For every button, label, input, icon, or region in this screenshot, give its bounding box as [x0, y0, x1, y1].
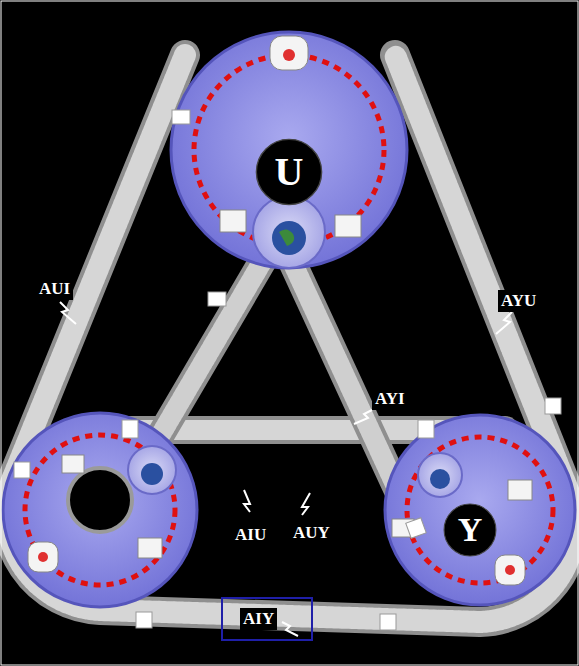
- belt-label: AUI: [36, 278, 73, 300]
- belt-label: AIY: [240, 608, 277, 630]
- belt-label: AYI: [372, 388, 408, 410]
- belt-label: AIU: [232, 524, 269, 546]
- belt-label: AUY: [290, 522, 333, 544]
- node-letter: Y: [458, 513, 483, 547]
- letter-circle: U: [255, 138, 323, 206]
- node-letter: U: [275, 152, 304, 192]
- letter-circle: Y: [443, 503, 497, 557]
- belt-label: AYU: [498, 290, 539, 312]
